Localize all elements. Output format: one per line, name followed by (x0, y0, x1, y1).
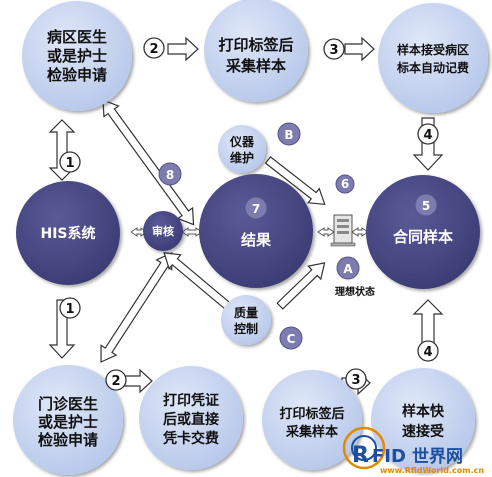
computer-server-icon (330, 214, 356, 247)
logo-url: www.RfidWorld.com.cn (380, 466, 484, 475)
his-label: HIS系统 (40, 225, 95, 242)
node-result-circle (199, 174, 313, 288)
arrow-top-2 (167, 36, 199, 62)
ward-doctor-line-3: 检验申请 (47, 66, 107, 84)
badge-7: 7 (244, 196, 268, 220)
step-number-2-bottom: 2 (105, 369, 127, 391)
arrow-bottom-2 (124, 368, 153, 394)
arrow-outpatient-review (100, 252, 173, 363)
instrument-maint-line-1: 仪器 (229, 135, 255, 149)
node-print-receipt-circle (139, 366, 243, 470)
print-label-bottom-line-2: 采集样本 (285, 424, 338, 440)
connector-computer-sample (351, 227, 369, 237)
sample-accept-ward-line-1: 样本接受病区 (397, 42, 469, 57)
node-ward-doctor-circle (22, 1, 132, 111)
step-number-3-top: 3 (323, 38, 345, 60)
print-label-top-line-2: 采集样本 (225, 57, 286, 75)
step-number-4-top-text: 4 (423, 128, 432, 143)
arrow-quality-computer (276, 262, 326, 310)
arrow-quality-review (163, 252, 234, 312)
print-receipt-line-3: 凭卡交费 (162, 430, 219, 447)
node-qualified-sample-circle (366, 175, 480, 289)
review-label: 审核 (152, 224, 174, 238)
ward-doctor-line-2: 或是护士 (47, 47, 107, 65)
badge-C: C (279, 326, 303, 350)
instrument-maint-line-2: 维护 (230, 150, 254, 165)
logo-fid: FID (372, 446, 406, 467)
arrow-top-3 (344, 36, 375, 62)
outpatient-doctor-line-3: 检验申请 (38, 431, 98, 449)
quality-control-line-1: 质量 (234, 305, 258, 320)
arrow-8-ward-review (102, 99, 195, 226)
arrow-left-1-top (48, 119, 76, 181)
result-label: 结果 (241, 231, 272, 249)
qualified-sample-label: 合同样本 (392, 228, 453, 246)
ideal-state-label: 理想状态 (335, 285, 375, 298)
connector-result-computer (317, 227, 335, 237)
step-number-3-bottom: 3 (345, 368, 367, 390)
step-number-4-bottom-text: 4 (423, 345, 432, 360)
badge-6: 6 (335, 174, 355, 194)
rfid-world-logo: R FID 世界网 www.RfidWorld.com.cn (342, 426, 484, 475)
step-number-1-bottom-text: 1 (65, 302, 74, 317)
badge-C-text: C (287, 332, 296, 346)
badge-7-text: 7 (252, 202, 260, 216)
step-number-3-top-text: 3 (329, 43, 338, 58)
badge-B: B (277, 122, 301, 146)
node-review-circle (143, 211, 183, 251)
quality-control-line-2: 控制 (234, 321, 258, 336)
node-his-circle (16, 181, 120, 285)
node-fast-accept-circle (371, 368, 475, 472)
print-label-top-line-1: 打印标签后 (218, 36, 293, 54)
sample-accept-ward-line-2: 标本自动记费 (396, 60, 469, 75)
fast-accept-line-1: 样本快 (402, 403, 445, 420)
badge-8: 8 (158, 162, 182, 186)
badge-6-text: 6 (341, 177, 349, 191)
node-sample-accept-ward-circle (378, 3, 488, 113)
step-number-2-top: 2 (143, 37, 165, 59)
step-number-1-top-text: 1 (65, 156, 74, 171)
logo-cn: 世界网 (412, 447, 463, 467)
node-outpatient-doctor-circle (13, 365, 123, 475)
node-print-label-top-circle (204, 0, 308, 102)
step-number-4-top: 4 (417, 123, 439, 145)
step-number-2-top-text: 2 (149, 42, 158, 57)
badge-5: 5 (414, 193, 438, 217)
outpatient-doctor-line-2: 或是护士 (38, 413, 98, 431)
print-label-bottom-line-1: 打印标签后 (279, 406, 344, 422)
node-quality-control-circle (221, 295, 271, 345)
step-number-3-bottom-text: 3 (351, 373, 360, 388)
outpatient-doctor-line-1: 门诊医生 (38, 395, 98, 413)
node-print-label-bottom-circle (262, 370, 362, 470)
print-receipt-line-2: 后或直接 (163, 411, 219, 428)
logo-r: R (352, 443, 369, 468)
ward-doctor-line-1: 病区医生 (47, 28, 107, 46)
badge-8-text: 8 (166, 168, 174, 182)
badge-A: A (336, 256, 360, 280)
arrow-instrument-computer (264, 156, 326, 206)
badge-B-text: B (284, 128, 293, 142)
step-number-1-top: 1 (59, 151, 81, 173)
badge-5-text: 5 (422, 199, 430, 213)
step-number-2-bottom-text: 2 (111, 374, 120, 389)
node-instrument-maint-circle (218, 125, 266, 173)
connector-review-result (181, 227, 203, 237)
step-number-4-bottom: 4 (417, 340, 439, 362)
fast-accept-line-2: 速接受 (402, 423, 444, 440)
print-receipt-line-1: 打印凭证 (163, 392, 219, 409)
badge-A-text: A (343, 262, 353, 276)
step-number-1-bottom: 1 (59, 297, 81, 319)
